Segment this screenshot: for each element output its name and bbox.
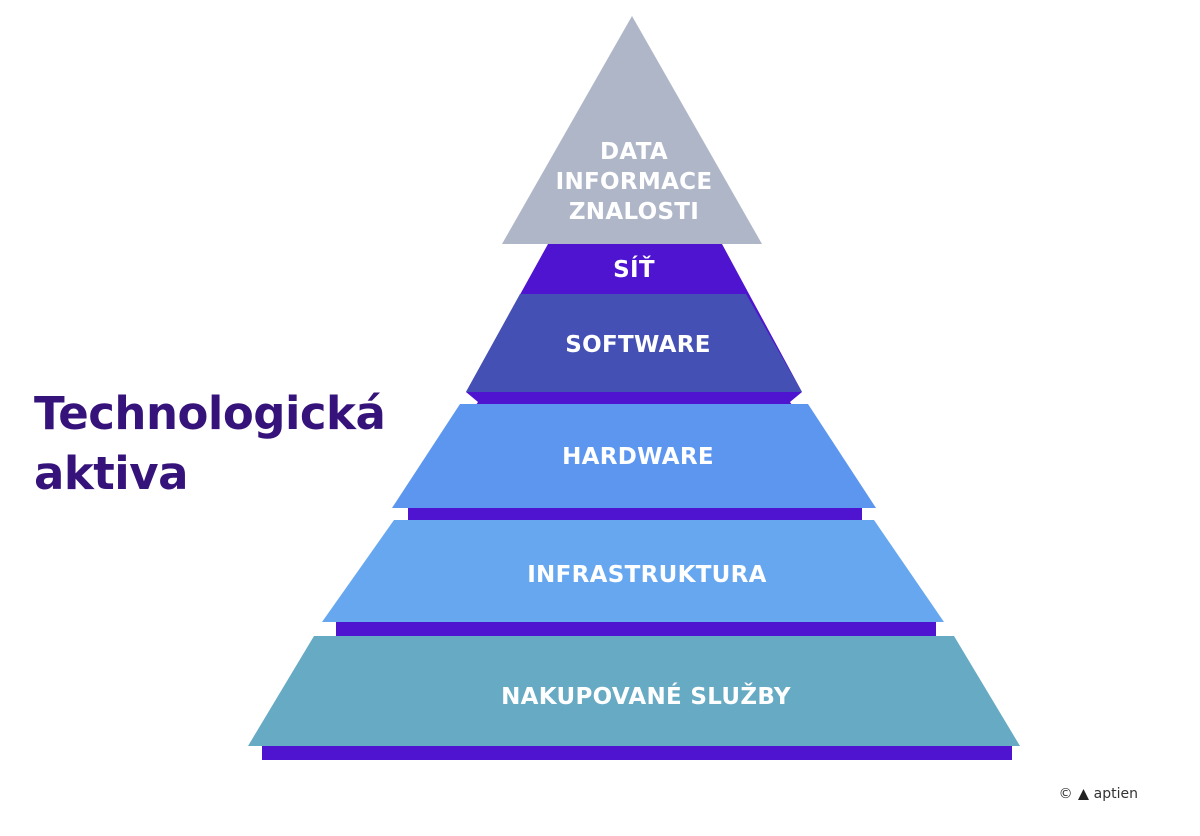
brand-mark: © aptien [1059,786,1138,802]
layer-data-informace-znalosti [502,16,762,244]
layer-software [466,294,802,392]
label-infrastruktura: INFRASTRUKTURA [527,562,767,588]
brand-name: aptien [1093,786,1138,802]
aptien-logo-icon [1077,788,1089,800]
layer-sit [548,244,722,292]
title-line-2: aktiva [34,447,188,500]
label-top-line-1: DATA [600,139,668,165]
layer-hardware [392,404,876,508]
label-sit: SÍŤ [613,255,655,283]
copyright-symbol: © [1058,786,1073,802]
layer-nakupovane-sluzby [248,636,1020,746]
layer-infrastruktura [322,520,944,622]
label-nakupovane-sluzby: NAKUPOVANÉ SLUŽBY [501,682,791,710]
label-top-line-2: INFORMACE [556,169,713,195]
title-line-1: Technologická [34,387,386,440]
label-hardware: HARDWARE [562,444,714,470]
label-software: SOFTWARE [565,332,710,358]
label-top-line-3: ZNALOSTI [569,199,699,225]
page-title: Technologická aktiva [34,384,386,504]
